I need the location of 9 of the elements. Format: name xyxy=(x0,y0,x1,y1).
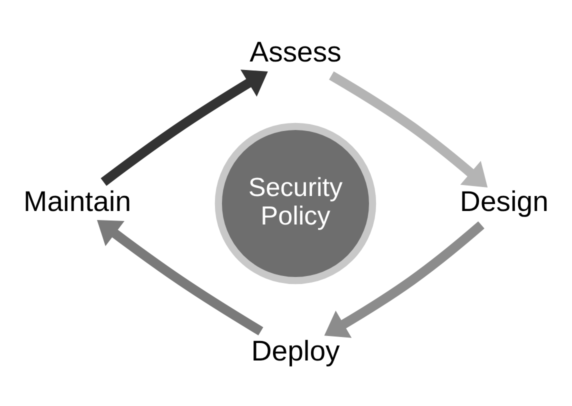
arrow xyxy=(100,69,268,186)
node-circle: Security Policy xyxy=(214,122,376,284)
arrow xyxy=(329,70,488,187)
node-text: Maintain xyxy=(24,185,132,218)
node-text: Assess xyxy=(250,36,342,68)
arrow xyxy=(97,219,264,335)
arrow xyxy=(324,220,484,338)
node-text: Design xyxy=(460,185,548,218)
node-text: Deploy xyxy=(251,334,340,367)
